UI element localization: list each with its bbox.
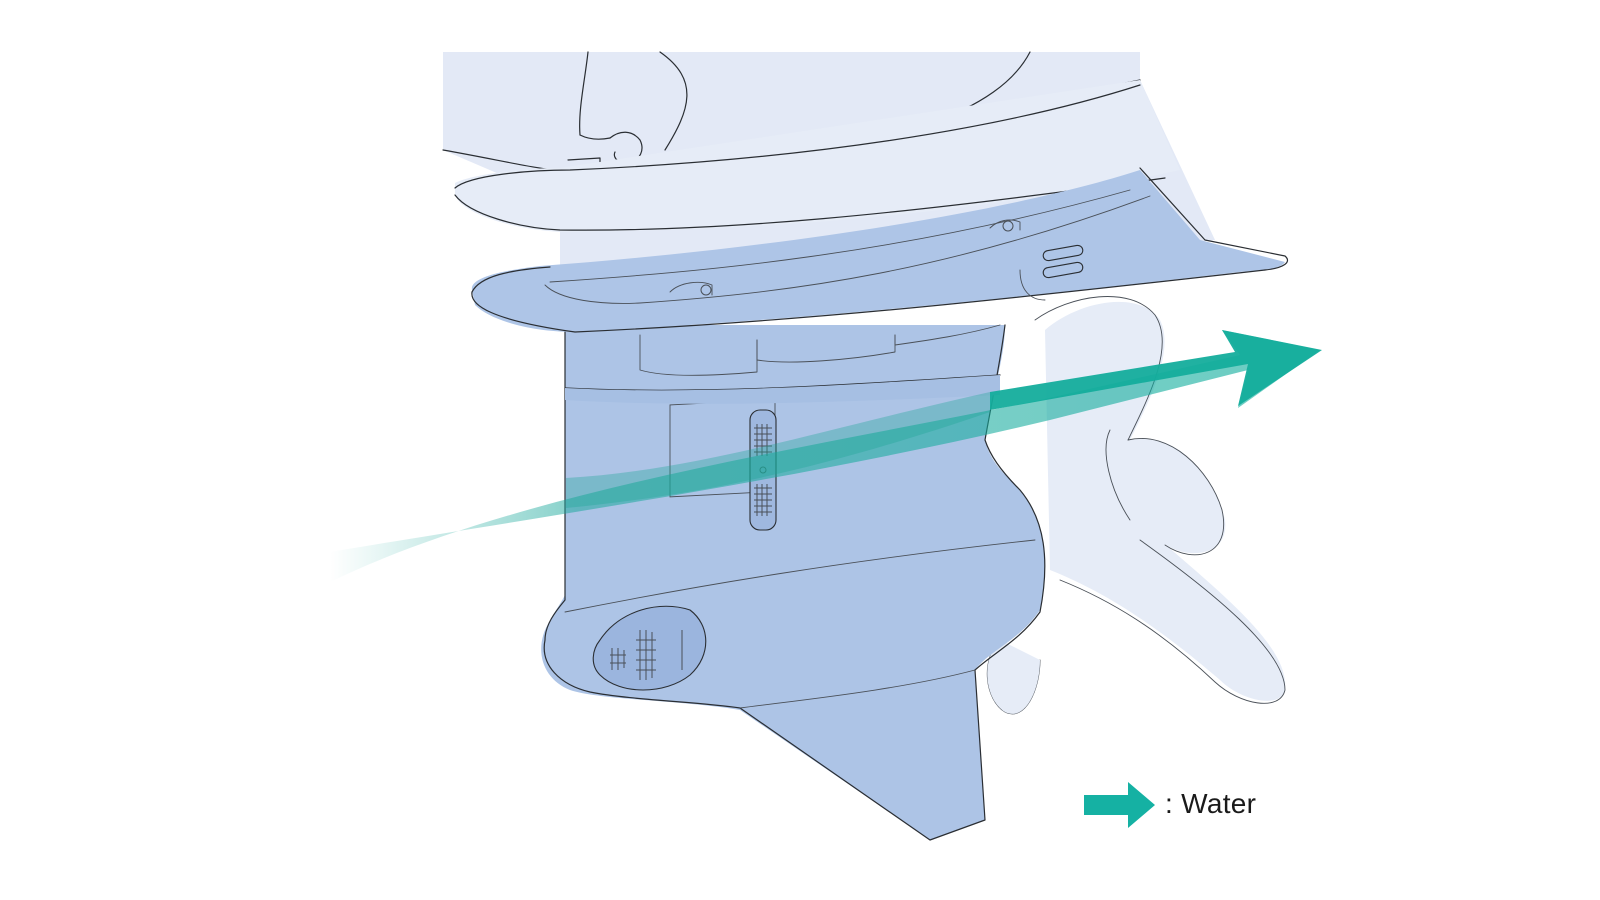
legend: : Water xyxy=(1165,788,1256,820)
leading-edge-strip xyxy=(565,375,1000,404)
upper-flange xyxy=(454,80,1180,232)
legend-arrow-icon xyxy=(1084,782,1155,828)
nose-intake xyxy=(592,605,707,691)
legend-label-water: : Water xyxy=(1165,788,1257,819)
anti-ventilation-plate xyxy=(471,167,1289,333)
water-flow-arrow xyxy=(330,330,1322,582)
